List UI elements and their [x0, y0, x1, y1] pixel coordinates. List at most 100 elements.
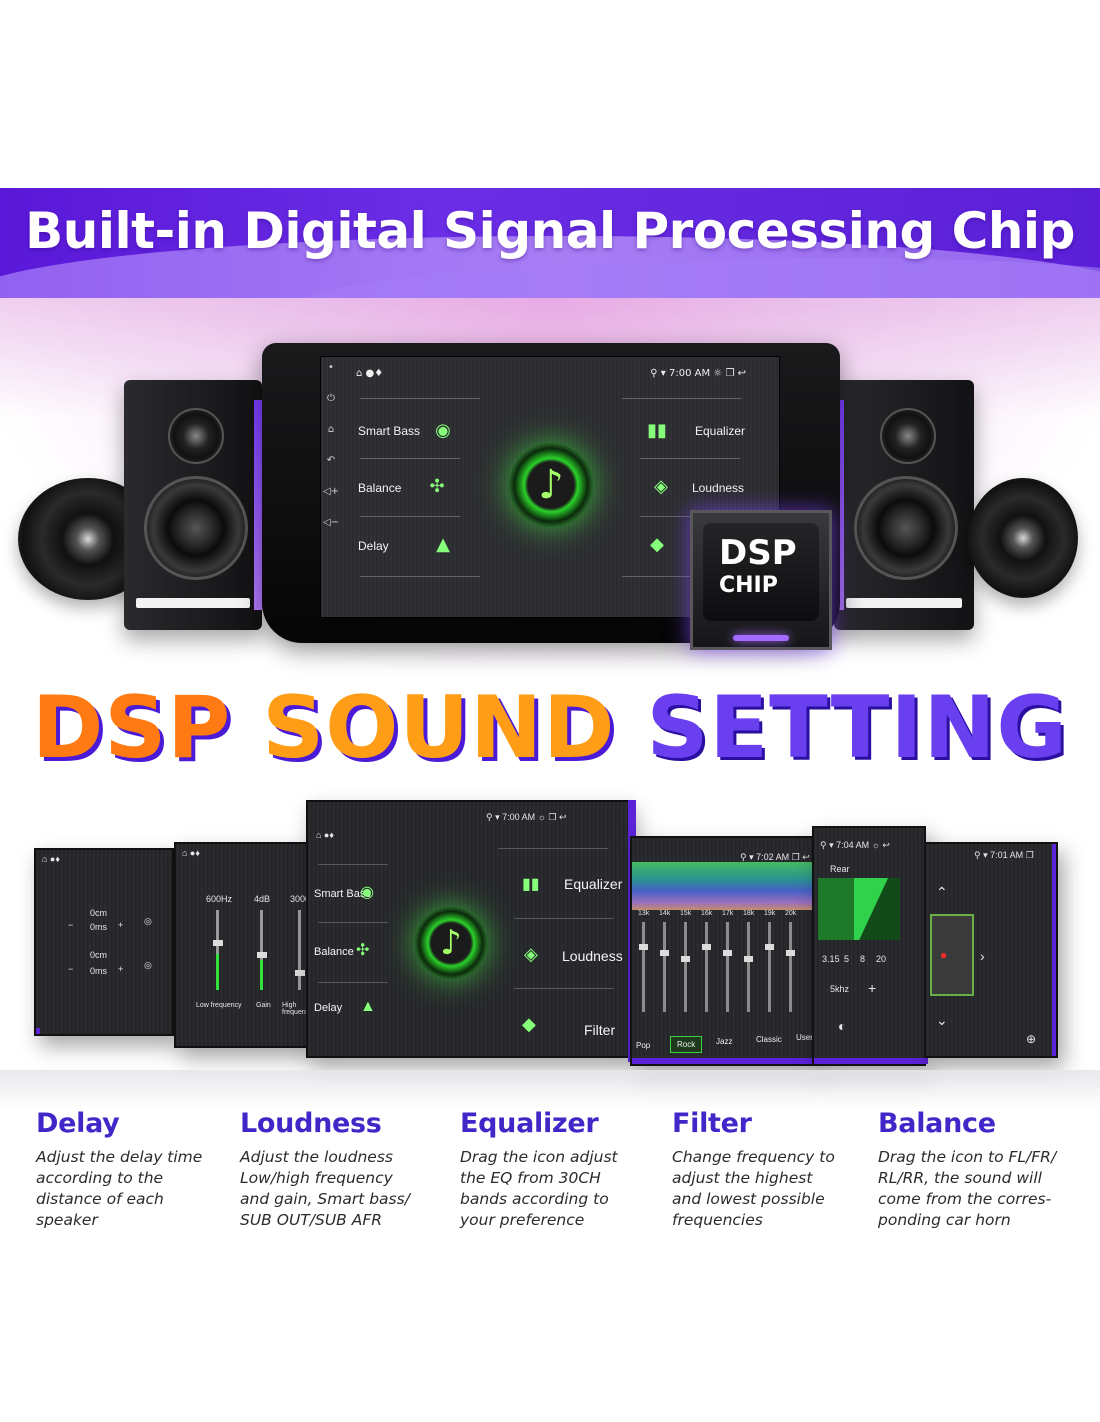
return-icon[interactable]: ↩ [737, 368, 746, 379]
return-icon[interactable]: ↩ [558, 812, 567, 822]
balance-right-button[interactable]: › [980, 948, 985, 964]
eq-band-knob[interactable] [660, 950, 669, 956]
filter-icon[interactable]: ◆ [522, 1014, 536, 1034]
filter-response-graph [818, 878, 900, 940]
delay-screen: ⌂ ●♦ 0cm − 0ms + 0cm − 0ms + ◎ ◎ [34, 848, 174, 1036]
window-icon[interactable]: ❐ [1023, 850, 1034, 860]
return-icon[interactable]: ↩ [882, 840, 890, 850]
eq-band-knob[interactable] [639, 944, 648, 950]
loudness-icon[interactable]: ◈ [524, 944, 538, 964]
delay-icon[interactable]: ▲ [360, 998, 376, 1015]
eq-preset-button[interactable]: Rock [670, 1036, 703, 1053]
main-filter[interactable]: Filter [584, 1022, 616, 1038]
slider-knob[interactable] [213, 940, 223, 946]
eq-band-slider[interactable] [663, 922, 666, 1012]
home-button-icon[interactable]: ⌂ [327, 424, 335, 435]
menu-divider [640, 458, 740, 459]
main-equalizer[interactable]: Equalizer [564, 876, 623, 892]
equalizer-icon[interactable]: ▮▮ [647, 420, 667, 441]
volume-up-icon[interactable]: ◁+ [322, 486, 340, 497]
menu-divider [622, 576, 692, 577]
eq-band-slider[interactable] [747, 922, 750, 1012]
eq-band-slider[interactable] [768, 922, 771, 1012]
filter-channel-tab[interactable]: Rear [830, 864, 850, 874]
menu-smart-bass[interactable]: Smart Bass [358, 424, 421, 438]
eq-band-knob[interactable] [744, 956, 753, 962]
high-frequency-slider[interactable] [298, 910, 301, 990]
menu-balance[interactable]: Balance [358, 481, 402, 495]
brightness-icon[interactable]: ☼ [535, 812, 549, 822]
eq-band-knob[interactable] [681, 956, 690, 962]
feature-title: Filter [672, 1108, 752, 1139]
volume-down-icon[interactable]: ◁− [322, 517, 340, 528]
main-smart-bass[interactable]: Smart Bass [314, 888, 371, 900]
eq-band-knob[interactable] [765, 944, 774, 950]
car-seats-graphic [930, 914, 974, 996]
window-icon[interactable]: ❐ [789, 852, 803, 862]
main-loudness[interactable]: Loudness [562, 948, 623, 964]
window-icon[interactable]: ❐ [548, 812, 559, 822]
right-woofer [854, 476, 958, 580]
eq-band-slider[interactable] [705, 922, 708, 1012]
music-note-icon[interactable]: ♪ [414, 906, 488, 980]
power-icon[interactable]: ⏻ [327, 393, 335, 404]
heading-setting: SETTING [646, 678, 1069, 778]
eq-band-knob[interactable] [786, 950, 795, 956]
delay-distance-label: 0cm [90, 908, 108, 918]
left-bookshelf-speaker [124, 380, 264, 630]
status-time: 7:00 AM [669, 368, 711, 379]
eq-band-knob[interactable] [702, 944, 711, 950]
balance-icon[interactable]: ✣ [429, 476, 445, 497]
eq-band-slider[interactable] [684, 922, 687, 1012]
filter-icon[interactable]: ◆ [650, 534, 664, 555]
eq-preset-button[interactable]: Jazz [716, 1037, 733, 1046]
eq-preset-button[interactable]: User [796, 1033, 813, 1042]
home-icon[interactable]: ⌂ ●♦ [356, 368, 384, 379]
slider-knob[interactable] [295, 970, 305, 976]
delay-icon[interactable]: ▲ [436, 534, 450, 555]
brightness-icon[interactable]: ☼ [869, 840, 883, 850]
main-delay[interactable]: Delay [314, 1002, 343, 1014]
filter-plus-button[interactable]: + [868, 980, 877, 996]
eq-preset-button[interactable]: Pop [636, 1041, 651, 1050]
smart-bass-icon[interactable]: ◉ [360, 884, 374, 901]
gain-slider[interactable] [260, 910, 263, 990]
main-balance[interactable]: Balance [314, 946, 354, 958]
balance-icon[interactable]: ✣ [356, 942, 370, 959]
reset-target-icon[interactable]: ⊕ [1026, 1032, 1037, 1046]
low-frequency-slider[interactable] [216, 910, 219, 990]
menu-delay[interactable]: Delay [358, 539, 389, 553]
menu-equalizer[interactable]: Equalizer [695, 424, 746, 438]
left-speaker-glow [254, 400, 264, 610]
loudness-icon[interactable]: ◈ [654, 476, 668, 497]
delay-minus-button[interactable]: − [68, 920, 74, 930]
back-button-icon[interactable]: ↶ [326, 455, 336, 466]
eq-band-label: 19k [764, 910, 776, 917]
eq-band-slider[interactable] [726, 922, 729, 1012]
brightness-icon[interactable]: ☼ [713, 368, 726, 379]
return-icon[interactable]: ↩ [802, 852, 810, 862]
balance-down-button[interactable]: ⌄ [936, 1012, 948, 1028]
mic-icon: • [328, 362, 334, 373]
eq-band-slider[interactable] [642, 922, 645, 1012]
eq-band-knob[interactable] [723, 950, 732, 956]
menu-loudness[interactable]: Loudness [692, 481, 745, 495]
menu-divider [360, 458, 460, 459]
head-unit-side-buttons: • ⏻ ⌂ ↶ ◁+ ◁− [322, 362, 340, 562]
menu-divider [360, 576, 480, 577]
smart-bass-icon[interactable]: ◉ [435, 420, 451, 441]
filter-screen: ⚲ ▾ 7:04 AM ☼ ↩ Rear 3.15 5 8 20 5khz + … [812, 826, 928, 1066]
delay-plus-button[interactable]: + [118, 964, 124, 974]
eq-band-slider[interactable] [789, 922, 792, 1012]
balance-up-button[interactable]: ⌃ [936, 884, 948, 900]
delay-plus-button[interactable]: + [118, 920, 124, 930]
music-note-icon[interactable]: ♪ [508, 442, 594, 528]
speaker-seat-icon: ◎ [144, 960, 152, 970]
slider-knob[interactable] [257, 952, 267, 958]
balance-position-marker[interactable]: ● [940, 948, 948, 962]
filter-toggle[interactable]: ◐ [838, 1018, 847, 1034]
equalizer-icon[interactable]: ▮▮ [522, 876, 540, 893]
window-icon[interactable]: ❐ [725, 368, 738, 379]
delay-minus-button[interactable]: − [68, 964, 74, 974]
eq-preset-button[interactable]: Classic [756, 1035, 782, 1044]
